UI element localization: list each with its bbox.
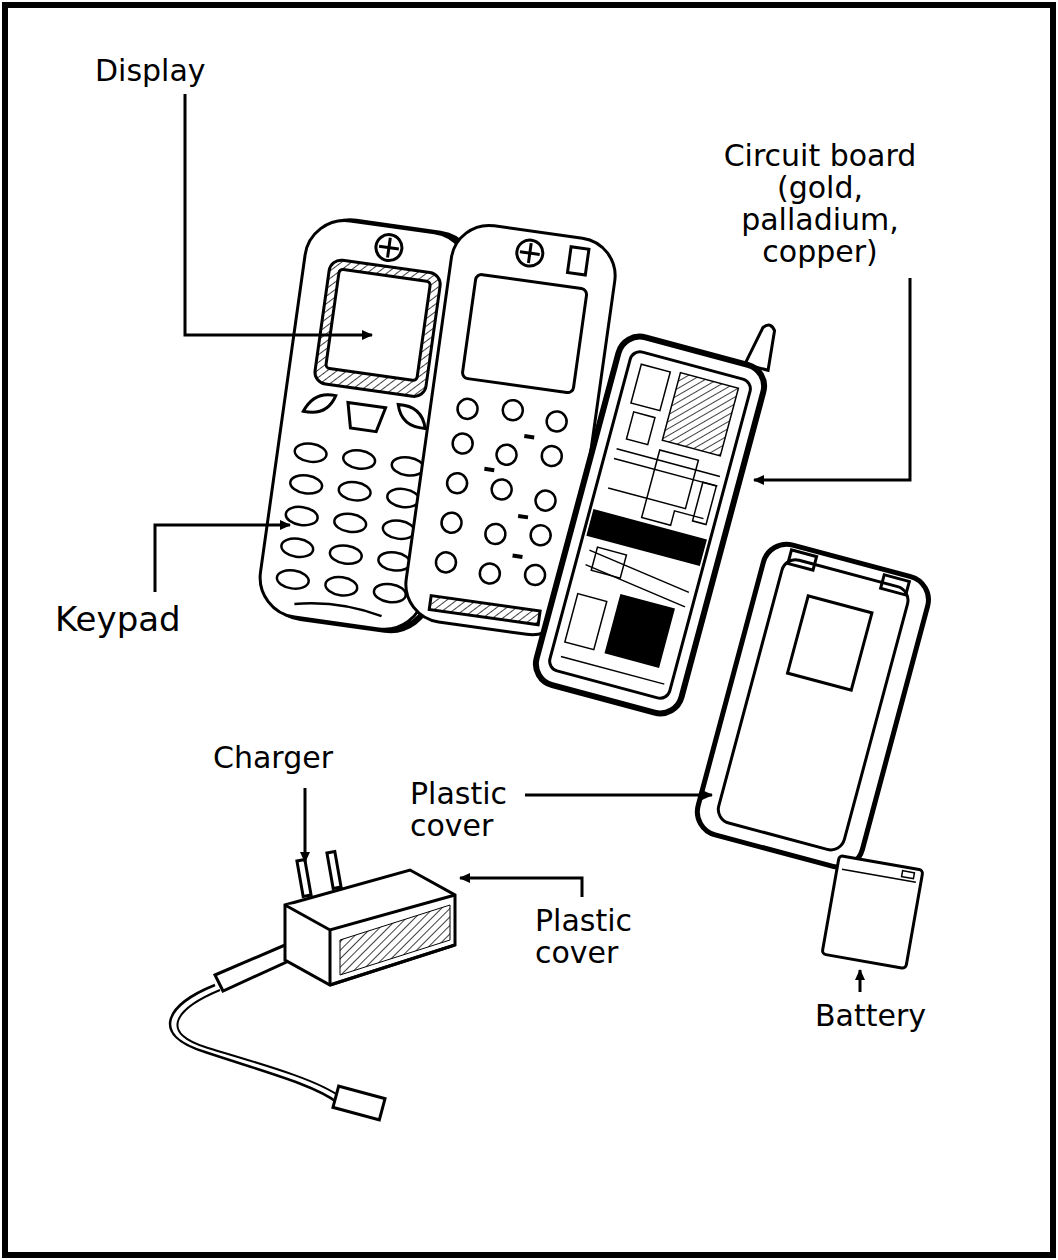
part-label: Battery <box>815 1000 926 1032</box>
part-label: Display <box>95 55 206 87</box>
part-label: Plastic cover <box>410 778 535 842</box>
frame <box>5 5 1053 1255</box>
charger <box>170 852 455 1120</box>
battery-leader <box>859 970 862 992</box>
charger-cover-leader <box>460 878 582 897</box>
circuit-leader <box>754 278 910 480</box>
part-label: Charger <box>213 742 333 774</box>
part-label: Plastic cover <box>535 905 660 969</box>
back-cover <box>692 539 934 873</box>
part-label: Keypad <box>55 600 181 638</box>
charger-leader <box>304 788 307 862</box>
battery <box>822 855 923 968</box>
part-label: Circuit board (gold, palladium, copper) <box>720 140 920 268</box>
keypad-leader <box>155 525 290 592</box>
display-leader <box>185 94 372 335</box>
cover-leader <box>525 794 712 797</box>
